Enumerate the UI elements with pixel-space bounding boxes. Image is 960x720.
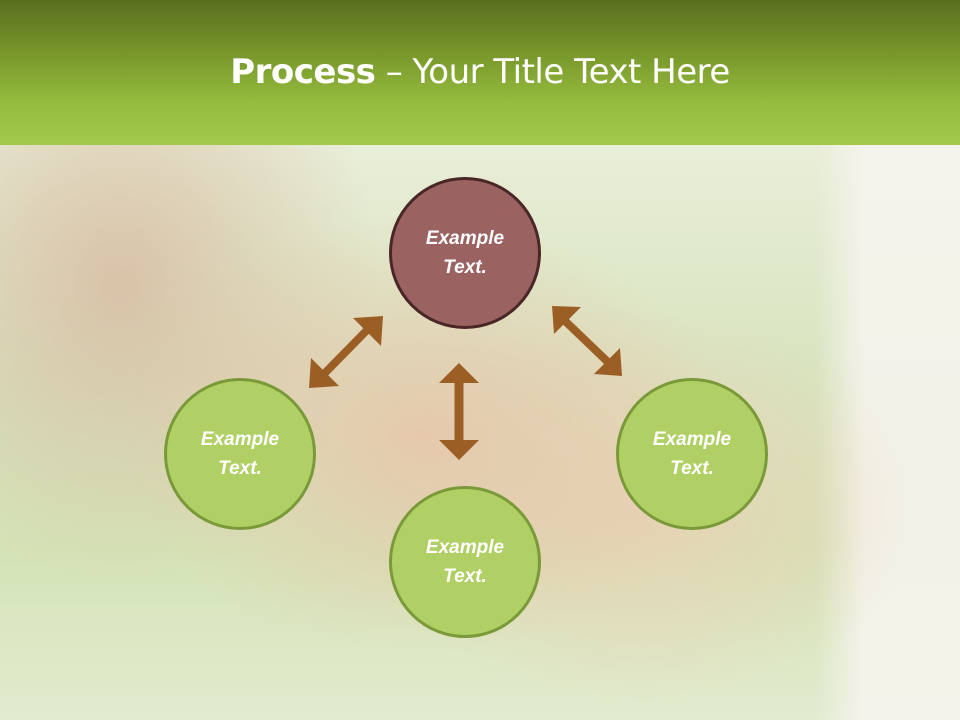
node-top: Example Text.	[389, 177, 541, 329]
node-right-line2: Text.	[670, 458, 714, 479]
node-left-line1: Example	[200, 429, 280, 450]
node-left: Example Text.	[164, 378, 316, 530]
node-bottom-line2: Text.	[443, 566, 487, 587]
node-left-line2: Text.	[218, 458, 262, 479]
title-banner: Process – Your Title Text Here	[0, 0, 960, 145]
node-bottom: Example Text.	[389, 486, 541, 638]
arrow-top-right	[552, 306, 622, 376]
node-right-line1: Example	[652, 429, 732, 450]
slide-title: Process – Your Title Text Here	[0, 52, 960, 92]
node-right: Example Text.	[616, 378, 768, 530]
title-bold: Process	[230, 52, 376, 92]
node-top-line1: Example	[425, 228, 505, 249]
node-bottom-line1: Example	[425, 537, 505, 558]
node-top-line2: Text.	[443, 257, 487, 278]
arrow-vertical	[439, 363, 479, 460]
title-rest: – Your Title Text Here	[375, 52, 731, 92]
arrow-top-left	[309, 316, 383, 388]
